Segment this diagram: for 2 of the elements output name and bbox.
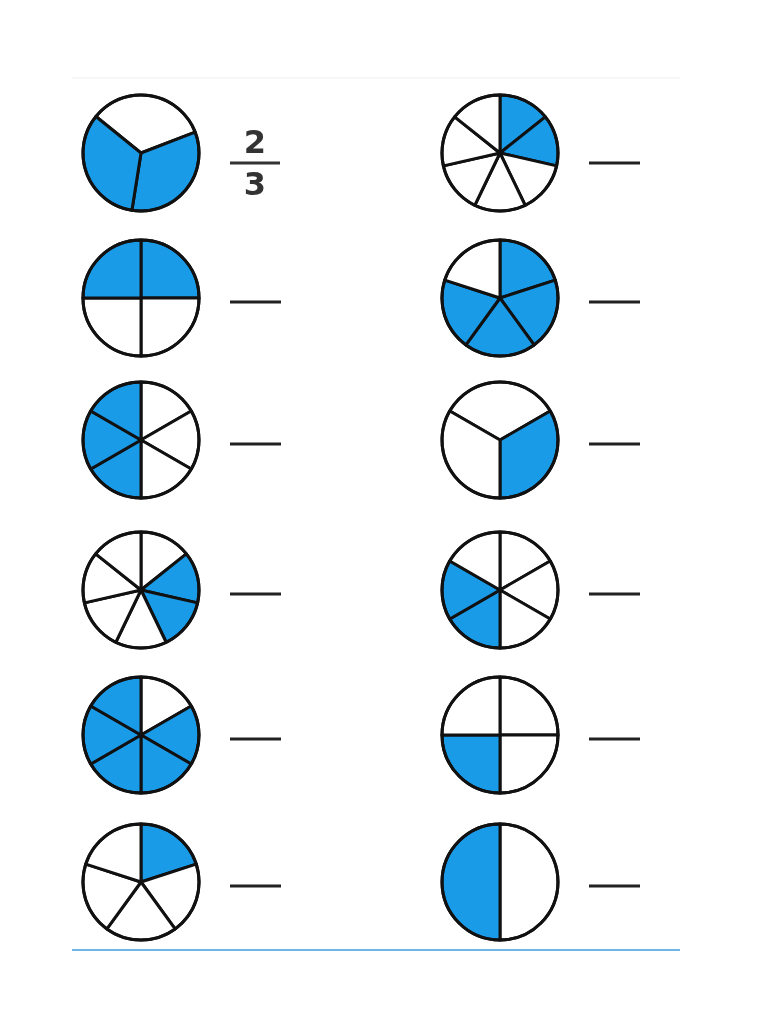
fraction-denominator: 3: [242, 166, 268, 202]
fraction-numerator: 2: [242, 124, 268, 160]
